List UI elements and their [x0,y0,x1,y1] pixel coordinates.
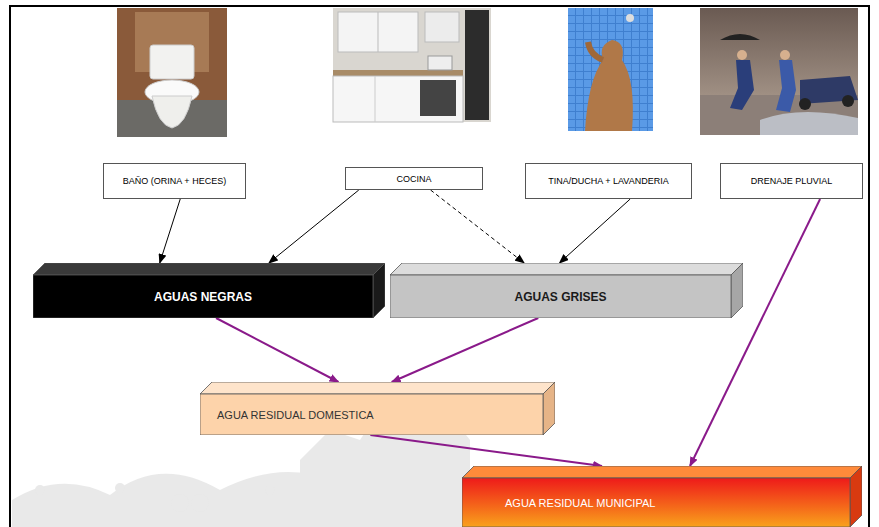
node-label: AGUA RESIDUAL MUNICIPAL [505,497,655,509]
shower-photo [568,8,653,131]
flow-arrow [370,435,602,466]
flow-arrow [216,318,338,382]
bar-face: AGUA RESIDUAL MUNICIPAL [462,478,850,527]
flow-bar: AGUA RESIDUAL DOMESTICA [200,382,555,435]
flow-arrow [269,190,359,263]
rain-photo [700,8,858,135]
frame-border [10,6,869,527]
node-label: AGUAS NEGRAS [154,290,252,304]
node-label: AGUAS GRISES [514,290,606,304]
bar-face: AGUA RESIDUAL DOMESTICA [200,394,543,435]
flow-arrow [392,318,539,382]
source-box: COCINA [345,167,483,190]
source-box: TINA/DUCHA + LAVANDERIA [525,163,692,199]
source-box: BAÑO (ORINA + HECES) [103,163,246,199]
flow-bar: AGUAS NEGRAS [33,263,385,318]
flow-arrow [690,199,820,466]
node-label: BAÑO (ORINA + HECES) [123,176,226,186]
flow-arrow [160,199,181,263]
node-label: AGUA RESIDUAL DOMESTICA [217,409,374,421]
flow-bar: AGUAS GRISES [390,263,743,318]
node-label: TINA/DUCHA + LAVANDERIA [548,176,668,186]
bar-face: AGUAS GRISES [390,275,731,318]
flow-bar: AGUA RESIDUAL MUNICIPAL [462,466,862,527]
flow-arrow [431,190,525,263]
source-box: DRENAJE PLUVIAL [720,163,863,199]
kitchen-photo [333,8,491,122]
bar-face: AGUAS NEGRAS [33,275,373,318]
toilet-photo [117,8,227,137]
node-label: DRENAJE PLUVIAL [751,176,833,186]
flow-arrow [559,199,630,263]
node-label: COCINA [396,174,431,184]
